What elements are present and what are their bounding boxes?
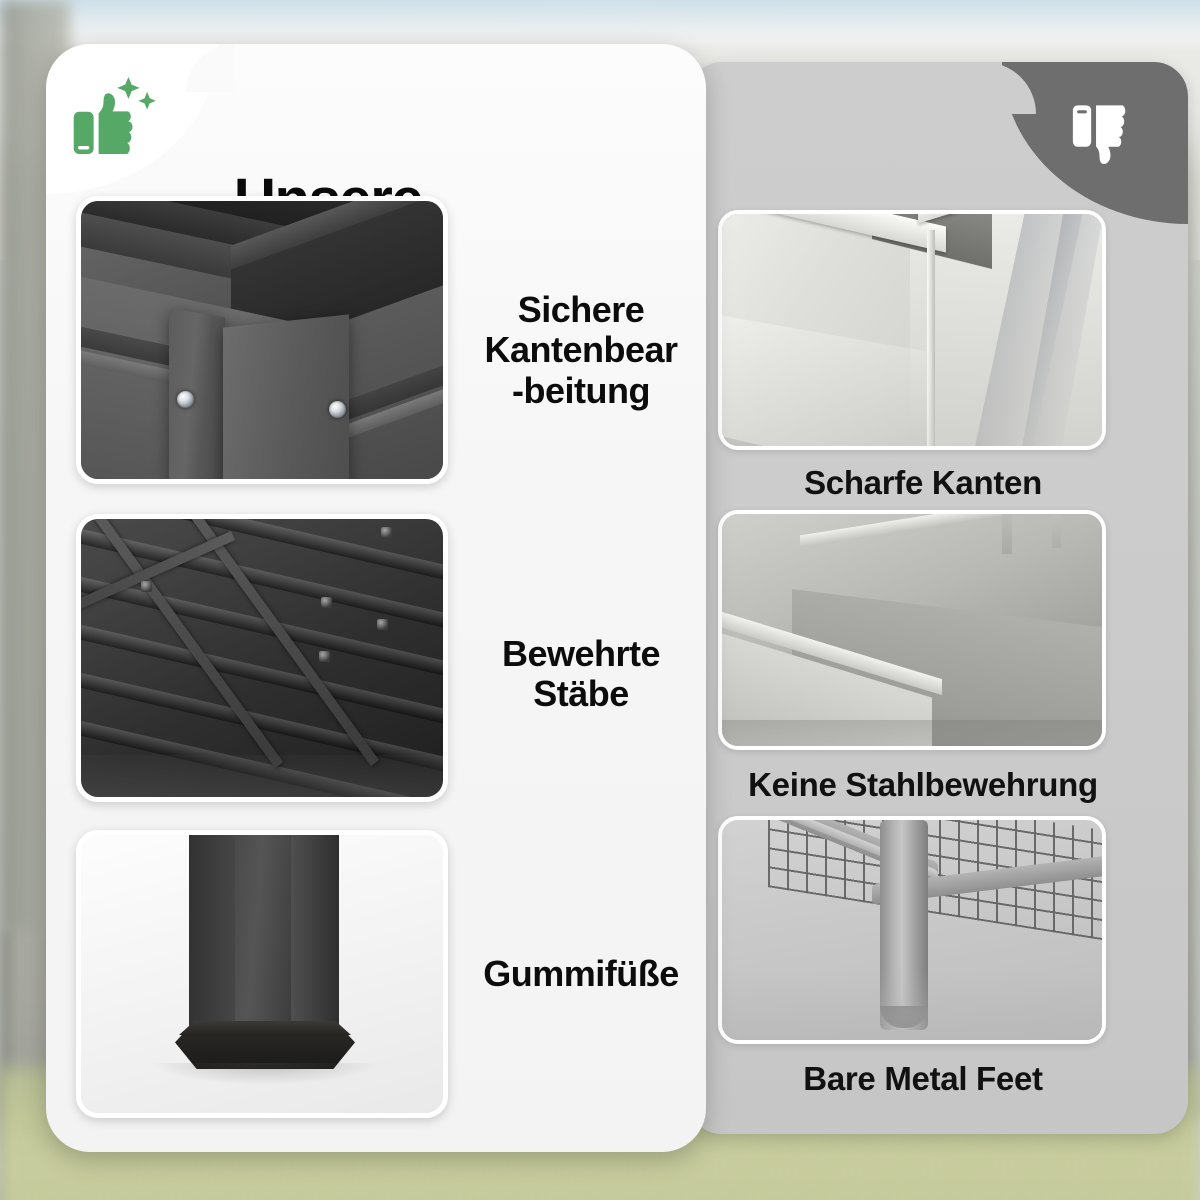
reinforcement-bars-image — [81, 519, 443, 797]
ours-label-3-line1: Gummifüße — [483, 953, 679, 994]
ours-label-3: Gummifüße — [456, 953, 706, 994]
ours-card-2[interactable] — [76, 514, 448, 802]
bare-metal-leg-mesh-image — [722, 820, 1102, 1040]
ours-label-1: Sichere Kantenbear -beitung — [456, 289, 706, 411]
ours-label-1-line1: Sichere — [517, 289, 645, 330]
others-label-2: Keine Stahlbewehrung — [748, 766, 1098, 803]
ours-label-2-line1: Bewehrte — [501, 633, 661, 674]
thumbs-down-icon — [1072, 105, 1126, 164]
others-panel: Andere Scharfe Kanten — [688, 62, 1188, 1134]
ours-card-1[interactable] — [76, 196, 448, 484]
others-card-2[interactable] — [718, 510, 1106, 750]
ours-label-2: Bewehrte Stäbe — [456, 633, 706, 715]
others-label-1: Scharfe Kanten — [804, 464, 1042, 501]
bare-metal-interior-image — [722, 514, 1102, 746]
others-card-1[interactable] — [718, 210, 1106, 450]
others-card-3[interactable] — [718, 816, 1106, 1044]
sharp-silver-corner-image — [722, 214, 1102, 446]
rubber-foot-image — [81, 835, 443, 1113]
ours-label-1-line2: Kantenbear — [484, 329, 678, 371]
ours-card-3[interactable] — [76, 830, 448, 1118]
ours-panel: Unsere Sichere Kan — [46, 44, 706, 1152]
ours-label-1-line3: -beitung — [512, 369, 650, 411]
thumbs-up-icon — [73, 76, 156, 155]
others-label-3: Bare Metal Feet — [803, 1060, 1043, 1097]
ours-label-2-line2: Stäbe — [533, 673, 629, 715]
dark-corner-cap-image — [81, 201, 443, 479]
